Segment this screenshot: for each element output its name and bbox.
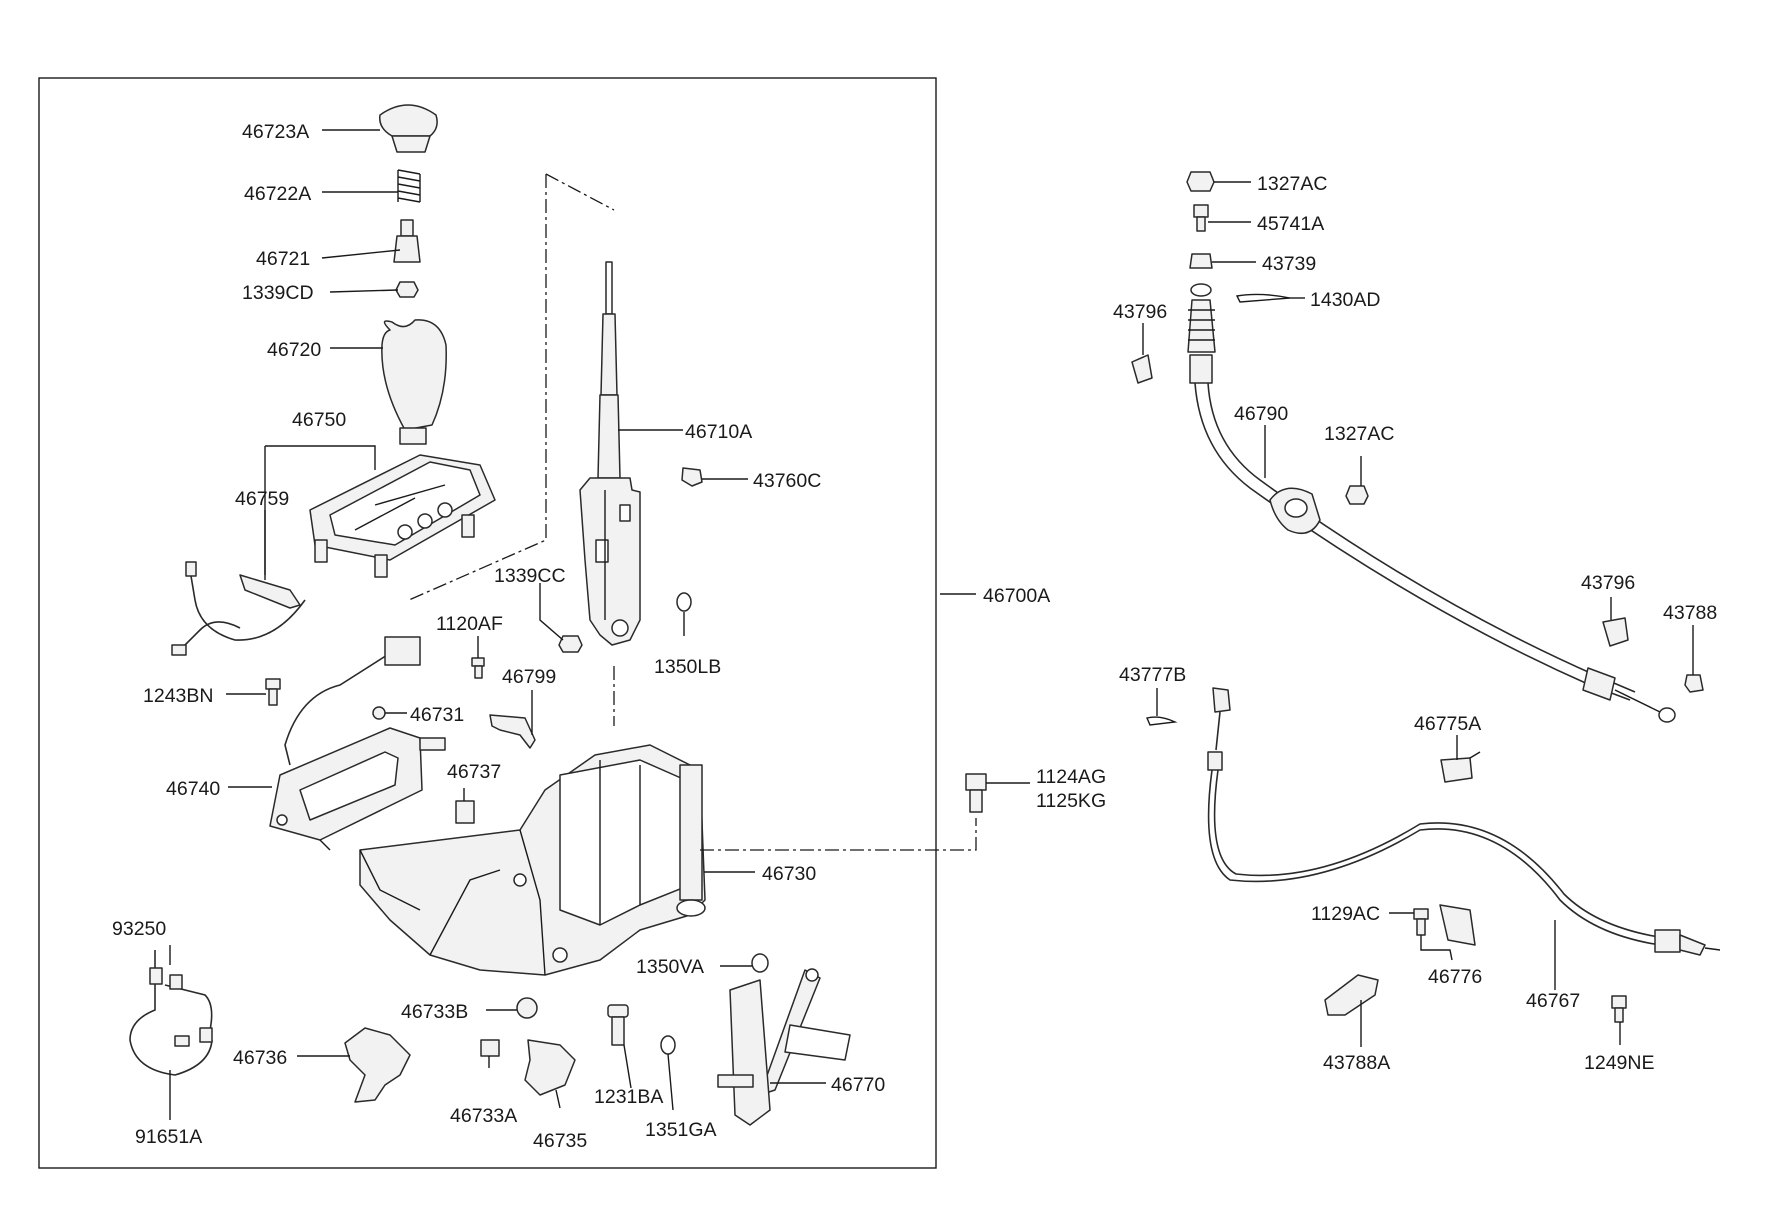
label-1350lb: 1350LB <box>654 656 721 678</box>
label-46759: 46759 <box>235 488 289 510</box>
label-1430ad: 1430AD <box>1310 289 1380 311</box>
bolt-1249ne <box>1611 995 1627 1023</box>
label-46776: 46776 <box>1428 966 1482 988</box>
lever-46735 <box>524 1039 576 1096</box>
label-46723a: 46723A <box>242 121 309 143</box>
label-46770: 46770 <box>831 1074 885 1096</box>
washer-1350lb <box>676 592 692 612</box>
guide-line-4 <box>700 818 977 851</box>
label-46721: 46721 <box>256 248 310 270</box>
bracket-46775a <box>1440 751 1481 783</box>
label-1339cc: 1339CC <box>494 565 566 587</box>
washer-1350va <box>751 953 769 973</box>
spring-part <box>397 169 421 203</box>
shift-cable-part <box>1207 687 1721 956</box>
label-46736: 46736 <box>233 1047 287 1069</box>
label-46767: 46767 <box>1526 990 1580 1012</box>
base-bracket-part <box>359 744 706 976</box>
label-1249ne: 1249NE <box>1584 1052 1654 1074</box>
label-1327ac-top: 1327AC <box>1257 173 1327 195</box>
label-43796-top: 43796 <box>1113 301 1167 323</box>
label-1129ac: 1129AC <box>1311 903 1380 925</box>
pin-1231ba <box>607 1004 629 1046</box>
guide-line-2 <box>545 173 615 211</box>
bracket-43788a <box>1324 974 1379 1016</box>
shift-lever-part <box>579 261 641 646</box>
indicator-harness-part <box>171 561 306 656</box>
label-46775a: 46775A <box>1414 713 1481 735</box>
wiring-harness-part <box>129 950 213 1076</box>
label-46720: 46720 <box>267 339 321 361</box>
clip-43796-top <box>1131 354 1153 384</box>
label-43777b: 43777B <box>1119 664 1186 686</box>
label-46722a: 46722A <box>244 183 311 205</box>
bolt-1124ag <box>965 773 987 813</box>
label-46700a: 46700A <box>983 585 1050 607</box>
label-46740: 46740 <box>166 778 220 800</box>
label-91651a: 91651A <box>135 1126 202 1148</box>
manual-lever-part <box>717 968 851 1126</box>
grommet-43788 <box>1684 674 1704 693</box>
label-1120af: 1120AF <box>436 613 503 635</box>
label-43739: 43739 <box>1262 253 1316 275</box>
label-43788a: 43788A <box>1323 1052 1390 1074</box>
nut-1339cc <box>558 635 583 653</box>
label-1327ac-mid: 1327AC <box>1324 423 1394 445</box>
label-46731: 46731 <box>410 704 464 726</box>
label-46750: 46750 <box>292 409 346 431</box>
clip-1430ad <box>1235 293 1291 303</box>
label-1339cd: 1339CD <box>242 282 314 304</box>
clip-43796-right <box>1602 617 1629 647</box>
bushing-46733a <box>480 1039 500 1057</box>
label-46733a: 46733A <box>450 1105 517 1127</box>
label-1124ag: 1124AG <box>1036 766 1106 788</box>
washer-1351ga <box>660 1035 676 1055</box>
shift-lock-solenoid-part <box>269 636 446 851</box>
label-46737: 46737 <box>447 761 501 783</box>
label-46799: 46799 <box>502 666 556 688</box>
label-46730: 46730 <box>762 863 816 885</box>
shift-knob-part <box>381 319 447 445</box>
collar-46733b <box>516 997 538 1019</box>
clip-43777b <box>1146 716 1178 726</box>
label-46790: 46790 <box>1234 403 1288 425</box>
label-46733b: 46733B <box>401 1001 468 1023</box>
bolt-1243bn <box>265 678 281 706</box>
assembly-frame <box>38 77 937 1169</box>
bracket-46799 <box>489 714 536 749</box>
label-1231ba: 1231BA <box>594 1086 663 1108</box>
screw-46731 <box>372 706 386 720</box>
nut-1339cd <box>395 281 419 298</box>
knob-cap-part <box>379 104 438 153</box>
label-43760c: 43760C <box>753 470 821 492</box>
button-rod-part <box>393 219 421 263</box>
label-45741a: 45741A <box>1257 213 1324 235</box>
select-cable-part <box>1187 283 1676 723</box>
label-46735: 46735 <box>533 1130 587 1152</box>
bolt-1120af <box>471 657 485 679</box>
clip-43760c <box>681 467 703 487</box>
bolt-45741a <box>1193 204 1209 232</box>
label-46710a: 46710A <box>685 421 752 443</box>
label-1125kg: 1125KG <box>1036 790 1106 812</box>
label-1243bn: 1243BN <box>143 685 213 707</box>
label-1350va: 1350VA <box>636 956 704 978</box>
bolt-1129ac <box>1413 908 1429 936</box>
connector-46737 <box>455 800 475 824</box>
indicator-plate-part <box>309 454 496 578</box>
label-43796-right: 43796 <box>1581 572 1635 594</box>
label-43788: 43788 <box>1663 602 1717 624</box>
nut-1327ac-top <box>1186 171 1215 192</box>
label-93250: 93250 <box>112 918 166 940</box>
bracket-46776 <box>1439 904 1476 946</box>
nut-1327ac-mid <box>1345 485 1369 505</box>
label-1351ga: 1351GA <box>645 1119 717 1141</box>
detent-lever-part <box>344 1027 411 1103</box>
bushing-43739 <box>1189 253 1213 269</box>
